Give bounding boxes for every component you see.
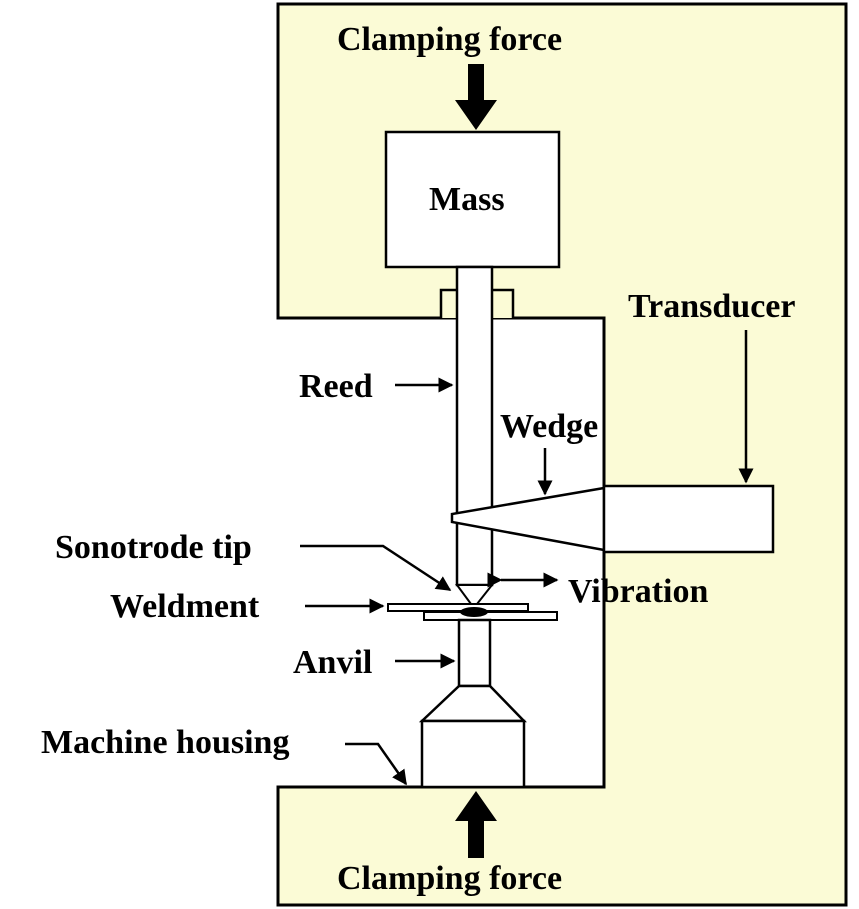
clamping-force-top-arrow-icon: [455, 64, 497, 130]
sonotrode-tip-shape: [455, 584, 495, 605]
mass-label: Mass: [429, 181, 505, 218]
anvil-label: Anvil: [293, 644, 373, 681]
clamping-force-bottom-label: Clamping force: [337, 860, 563, 897]
reed-label: Reed: [299, 368, 373, 405]
sonotrode-tip-leader-arrow-icon: [300, 544, 452, 592]
weld-nugget: [460, 607, 488, 617]
clamping-force-bottom-arrow-icon: [455, 791, 497, 858]
anvil-taper: [418, 684, 527, 723]
anvil-base: [420, 719, 526, 789]
sonotrode-tip-label: Sonotrode tip: [55, 529, 252, 566]
clamping-force-top-label: Clamping force: [337, 21, 563, 58]
machine-housing-frame: [276, 2, 848, 907]
mass-block: [384, 130, 561, 269]
weldment-label: Weldment: [110, 588, 260, 625]
transducer-label: Transducer: [628, 288, 796, 325]
reed-rod: [455, 265, 494, 587]
anvil-neck: [457, 618, 492, 688]
machine-housing-leader-arrow-icon: [345, 742, 408, 786]
machine-housing-label: Machine housing: [41, 724, 290, 761]
transducer-body: [602, 484, 775, 554]
wedge-label: Wedge: [500, 408, 599, 445]
vibration-label: Vibration: [568, 573, 709, 610]
weldment-upper-plate: [387, 603, 529, 612]
